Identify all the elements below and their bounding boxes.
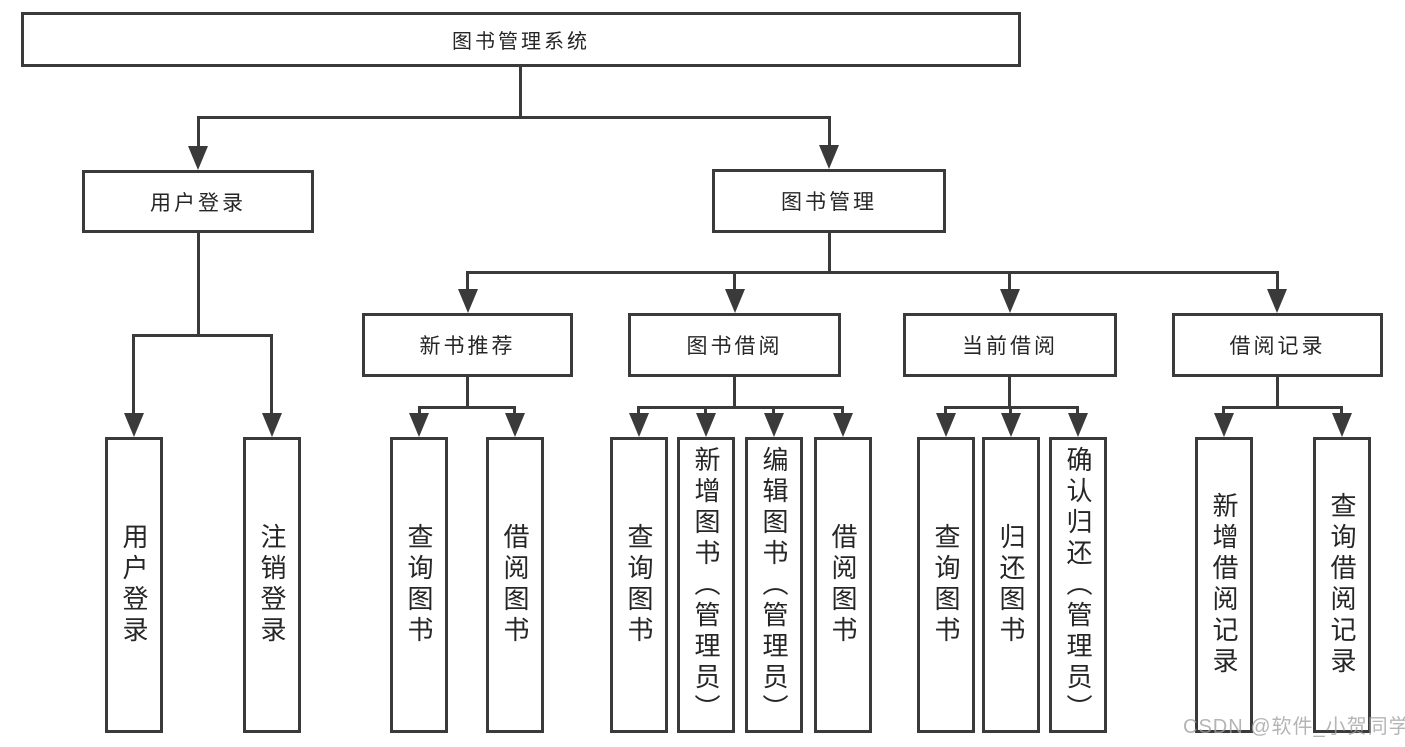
connector-leaf-shaft (841, 406, 844, 418)
connector-leaf-shaft (944, 406, 947, 418)
connector-to-new-book (466, 271, 469, 292)
connector-level1-splitter (197, 116, 831, 119)
connector-leaf-shaft (1009, 406, 1012, 418)
leaf-logout-login: 注销登录 (243, 437, 301, 733)
connector-leaf-shaft (513, 406, 516, 418)
arrowhead-current-borrowing (1000, 289, 1020, 313)
leaf-borrow-books-borrowing: 借阅图书 (814, 437, 872, 733)
arrowhead-leaf-logout (262, 413, 282, 437)
arrowhead-leaf (409, 413, 429, 437)
connector-leaf-shaft (1222, 406, 1225, 418)
leaf-edit-books-admin: 编辑图书（管理员） (745, 437, 803, 733)
connector-to-current-borrowing (1008, 271, 1011, 292)
csdn-watermark: CSDN @软件_小贺同学 (1183, 716, 1405, 738)
arrowhead-leaf (1068, 413, 1088, 437)
leaf-query-books-recommend: 查询图书 (390, 437, 448, 733)
leaf-add-borrow-record: 新增借阅记录 (1195, 437, 1253, 733)
connector-to-user-login (197, 116, 200, 148)
leaf-borrow-books-recommend: 借阅图书 (486, 437, 544, 733)
arrowhead-book-management (819, 145, 839, 169)
arrowhead-leaf (936, 413, 956, 437)
connector-to-leaf-logout (270, 334, 273, 418)
connector-leaf-shaft (1340, 406, 1343, 418)
leaf-return-books: 归还图书 (982, 437, 1040, 733)
node-new-book-recommendation: 新书推荐 (362, 313, 573, 377)
connector-book-borrowing-splitter (637, 406, 844, 409)
arrowhead-new-book (458, 289, 478, 313)
connector-to-leaf-user-login (132, 334, 135, 418)
leaf-user-login: 用户登录 (105, 437, 163, 733)
arrowhead-leaf (696, 413, 716, 437)
connector-leaf-shaft (637, 406, 640, 418)
connector-book-borrowing-drop (733, 377, 736, 409)
connector-new-book-drop (466, 377, 469, 409)
connector-current-borrowing-drop (1008, 377, 1011, 409)
node-book-borrowing: 图书借阅 (628, 313, 841, 377)
node-current-borrowing: 当前借阅 (903, 313, 1117, 377)
leaf-query-books-borrowing: 查询图书 (610, 437, 668, 733)
arrowhead-borrowing-records (1267, 289, 1287, 313)
connector-to-book-borrowing (733, 271, 736, 292)
arrowhead-book-borrowing (725, 289, 745, 313)
connector-book-management-drop (828, 233, 831, 274)
arrowhead-leaf (764, 413, 784, 437)
leaf-query-borrow-record: 查询借阅记录 (1313, 437, 1371, 733)
leaf-confirm-return-admin: 确认归还（管理员） (1049, 437, 1107, 733)
connector-leaf-shaft (772, 406, 775, 418)
node-library-management-system: 图书管理系统 (21, 12, 1021, 67)
connector-to-book-management (828, 116, 831, 147)
arrowhead-leaf (1332, 413, 1352, 437)
arrowhead-leaf (833, 413, 853, 437)
connector-borrowing-records-drop (1276, 377, 1279, 409)
connector-to-borrowing-records (1276, 271, 1279, 292)
node-book-management: 图书管理 (712, 169, 946, 233)
leaf-add-books-admin: 新增图书（管理员） (677, 437, 735, 733)
arrowhead-leaf (1001, 413, 1021, 437)
arrowhead-leaf (629, 413, 649, 437)
node-borrowing-records: 借阅记录 (1172, 313, 1383, 377)
arrowhead-leaf (1214, 413, 1234, 437)
arrowhead-leaf (505, 413, 525, 437)
connector-new-book-splitter (418, 406, 516, 409)
leaf-query-books-current: 查询图书 (917, 437, 975, 733)
connector-leaf-shaft (704, 406, 707, 418)
connector-user-login-drop (197, 233, 200, 337)
connector-borrowing-records-splitter (1222, 406, 1343, 409)
connector-root-drop (519, 66, 522, 117)
node-user-login: 用户登录 (82, 170, 314, 233)
arrowhead-user-login (188, 146, 208, 170)
connector-user-login-splitter (132, 334, 273, 337)
connector-leaf-shaft (418, 406, 421, 418)
connector-leaf-shaft (1076, 406, 1079, 418)
connector-level2-splitter (466, 271, 1278, 274)
arrowhead-leaf-user-login (124, 413, 144, 437)
